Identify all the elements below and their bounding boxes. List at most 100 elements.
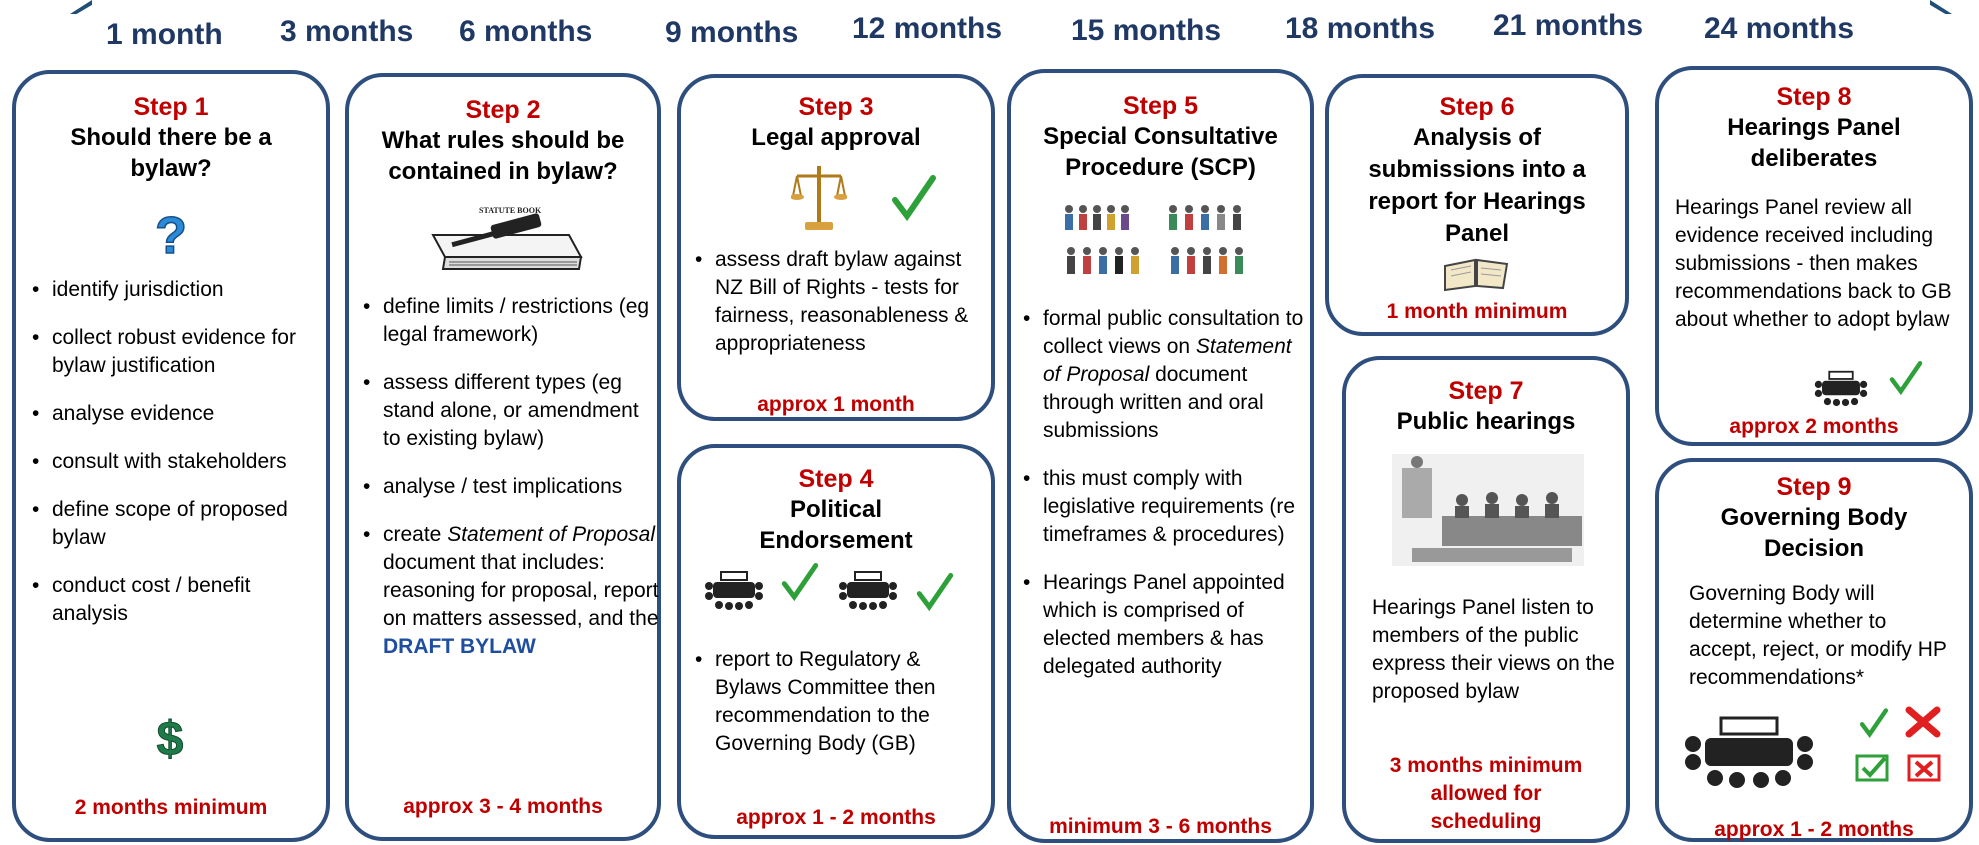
step1-bullets: identify jurisdiction collect robust evi… (22, 276, 328, 628)
step6-duration: 1 month minimum (1386, 300, 1568, 323)
step2-bullets: define limits / restrictions (eg legal f… (353, 293, 659, 661)
statute-book-gavel-icon: STATUTE BOOK (431, 206, 583, 270)
public-hearing-icon (1392, 454, 1584, 566)
book-label: STATUTE BOOK (479, 206, 542, 215)
step7-card: Step 7 Public hearings Hearings Panel li… (1342, 356, 1630, 843)
step4-bullets: report to Regulatory & Bylaws Committee … (685, 646, 991, 758)
list-item: assess different types (eg stand alone, … (353, 369, 659, 453)
step2-card: Step 2 What rules should be contained in… (345, 73, 661, 841)
step9-title: Governing Body Decision (1720, 504, 1908, 562)
step5-title: Special Consultative Procedure (SCP) (1043, 123, 1278, 181)
text: document that includes: reasoning for pr… (383, 551, 659, 630)
step3-label: Step 3 (798, 93, 874, 121)
step3-card: Step 3 Legal approval assess draft bylaw… (677, 74, 995, 421)
step8-duration: approx 2 months (1729, 415, 1899, 438)
step7-title: Public hearings (1396, 408, 1576, 435)
dollar-icon: $ (156, 713, 184, 764)
step6-label: Step 6 (1439, 93, 1515, 121)
step4-duration: approx 1 - 2 months (736, 806, 936, 829)
timeline: 1 month 3 months 6 months 9 months 12 mo… (0, 0, 1979, 70)
list-item: identify jurisdiction (22, 276, 328, 304)
cross-icon (1905, 706, 1941, 738)
timeline-arrow-right-icon (1930, 0, 1952, 14)
step5-card: Step 5 Special Consultative Procedure (S… (1007, 69, 1314, 843)
boardroom-table-icon (1685, 716, 1813, 788)
step3-duration: approx 1 month (757, 393, 915, 416)
step6-card: Step 6 Analysis of submissions into a re… (1325, 74, 1629, 336)
list-item: define limits / restrictions (eg legal f… (353, 293, 659, 349)
list-item: collect robust evidence for bylaw justif… (22, 324, 328, 380)
step3-title: Legal approval (751, 124, 921, 151)
boardroom-table-icon (705, 571, 763, 610)
step4-label: Step 4 (798, 465, 874, 493)
step3-bullets: assess draft bylaw against NZ Bill of Ri… (685, 246, 991, 358)
checkmark-icon (1859, 708, 1889, 738)
step2-title: What rules should be contained in bylaw? (381, 127, 625, 185)
month-label: 3 months (280, 15, 414, 48)
boardroom-table-icon (839, 571, 897, 610)
step8-card: Step 8 Hearings Panel deliberates Hearin… (1655, 66, 1973, 446)
list-item: formal public consultation to collect vi… (1013, 305, 1313, 445)
question-mark-icon: ? (154, 209, 187, 261)
step1-duration: 2 months minimum (74, 796, 268, 819)
open-book-icon (1444, 258, 1509, 292)
list-item: consult with stakeholders (22, 448, 328, 476)
month-label: 21 months (1493, 9, 1644, 42)
step1-label: Step 1 (133, 93, 209, 121)
step5-label: Step 5 (1122, 92, 1199, 120)
svg-text:?: ? (155, 209, 187, 261)
step8-title: Hearings Panel deliberates (1727, 114, 1901, 172)
boardroom-table-icon (1814, 370, 1868, 407)
step4-card: Step 4 Political Endorsement report to R… (677, 444, 995, 839)
text: document through written and oral submis… (1043, 363, 1264, 442)
month-label: 9 months (665, 16, 799, 49)
month-label: 24 months (1704, 12, 1855, 45)
checked-box-icon (1855, 754, 1889, 782)
list-item: create Statement of Proposal document th… (353, 521, 659, 661)
list-item: assess draft bylaw against NZ Bill of Ri… (685, 246, 991, 358)
step8-text: Hearings Panel review all evidence recei… (1675, 196, 1952, 331)
svg-text:$: $ (157, 713, 184, 763)
draft-bylaw-text: DRAFT BYLAW (383, 635, 536, 658)
list-item: analyse / test implications (353, 473, 659, 501)
step9-card: Step 9 Governing Body Decision Governing… (1655, 458, 1973, 842)
step7-duration: 3 months minimum allowed for scheduling (1389, 754, 1583, 833)
list-item: analyse evidence (22, 400, 328, 428)
step9-label: Step 9 (1776, 473, 1852, 501)
month-label: 1 month (106, 18, 223, 51)
month-label: 12 months (852, 12, 1003, 45)
month-label: 6 months (459, 15, 593, 48)
checkmark-icon (1889, 361, 1923, 396)
month-label: 15 months (1071, 14, 1222, 47)
step4-title: Political Endorsement (759, 496, 913, 554)
text: formal public consultation to collect vi… (1043, 307, 1304, 358)
list-item: this must comply with legislative requir… (1013, 465, 1313, 549)
step2-label: Step 2 (465, 96, 541, 124)
crossed-box-icon (1907, 754, 1941, 782)
step1-card: Step 1 Should there be a bylaw? ? identi… (12, 70, 330, 842)
step7-label: Step 7 (1448, 377, 1524, 405)
step8-label: Step 8 (1776, 83, 1852, 111)
step5-duration: minimum 3 - 6 months (1049, 815, 1272, 838)
text: create (383, 523, 448, 546)
step9-text: Governing Body will determine whether to… (1689, 582, 1947, 689)
italic-text: Statement of Proposal (447, 523, 655, 546)
timeline-arrow-left-icon (70, 0, 92, 14)
checkmark-icon (916, 573, 954, 612)
checkmark-icon (892, 175, 936, 222)
step2-duration: approx 3 - 4 months (403, 795, 603, 818)
list-item: report to Regulatory & Bylaws Committee … (685, 646, 991, 758)
step6-title: Analysis of submissions into a report fo… (1368, 124, 1586, 247)
list-item: Hearings Panel appointed which is compri… (1013, 569, 1313, 681)
scales-of-justice-icon (791, 166, 847, 230)
step5-bullets: formal public consultation to collect vi… (1013, 305, 1313, 681)
checkmark-icon (781, 563, 819, 602)
step9-duration: approx 1 - 2 months (1714, 818, 1914, 841)
step1-title: Should there be a bylaw? (70, 124, 272, 182)
month-label: 18 months (1285, 12, 1436, 45)
list-item: conduct cost / benefit analysis (22, 572, 328, 628)
italic-text: Statement of Proposal (1043, 335, 1292, 386)
list-item: define scope of proposed bylaw (22, 496, 328, 552)
step7-text: Hearings Panel listen to members of the … (1372, 596, 1615, 703)
group-of-people-icon (1065, 205, 1243, 274)
